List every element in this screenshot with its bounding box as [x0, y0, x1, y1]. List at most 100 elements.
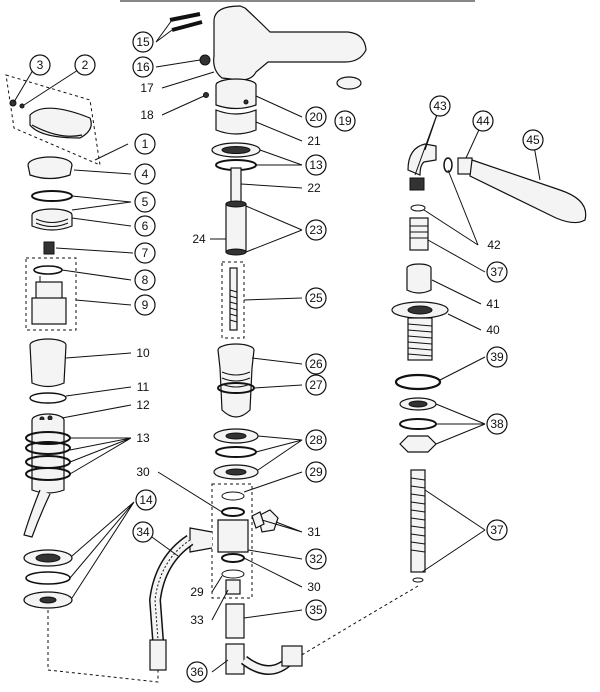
part-14-washer	[25, 571, 71, 585]
callout-39: 39	[486, 346, 508, 368]
callout-25: 25	[305, 287, 327, 309]
part-37-long-thread	[410, 477, 426, 553]
callout-30b: 30	[307, 580, 321, 594]
part-2-pin	[19, 103, 25, 109]
part-24-tube	[225, 203, 247, 253]
part-42-ring-left	[410, 204, 426, 212]
callout-number-1: 1	[142, 137, 149, 151]
callout-number-44: 44	[476, 114, 490, 128]
left-connection-dashline	[47, 610, 159, 683]
callout-circle-29	[305, 461, 327, 483]
part-29-seal-bottom	[221, 569, 245, 579]
callout-21: 21	[307, 134, 321, 148]
callout-number-37b: 37	[490, 523, 504, 537]
part-18-screw	[203, 92, 209, 98]
callout-circle-15	[132, 31, 154, 53]
callout-circle-27	[305, 374, 327, 396]
callout-number-3: 3	[37, 58, 44, 72]
callout-23: 23	[305, 219, 327, 241]
callout-number-20: 20	[309, 110, 323, 124]
part-5-oring	[31, 190, 73, 202]
callout-4: 4	[134, 163, 156, 185]
part-14-nut-hole	[35, 553, 61, 563]
callout-number-5: 5	[142, 195, 149, 209]
callout-number-8: 8	[142, 273, 149, 287]
callout-number-30b: 30	[307, 580, 321, 594]
callout-number-37: 37	[490, 265, 504, 279]
callout-circle-13b	[305, 154, 327, 176]
callout-40: 40	[486, 323, 500, 337]
part-40-thread	[407, 323, 433, 357]
callout-18: 18	[140, 108, 154, 122]
part-10-sleeve	[29, 344, 67, 388]
callout-27: 27	[305, 374, 327, 396]
callout-13b: 13	[305, 154, 327, 176]
callout-number-26: 26	[309, 357, 323, 371]
part-37-long-rod	[410, 469, 426, 573]
callout-circle-7	[134, 242, 156, 264]
callout-number-19: 19	[338, 114, 352, 128]
callout-26: 26	[305, 353, 327, 375]
callout-number-16: 16	[136, 60, 150, 74]
part-40-flange-hole	[407, 305, 433, 315]
part-19-aerator	[336, 76, 362, 90]
part-44-connector	[457, 157, 473, 175]
callout-number-29b: 29	[190, 585, 204, 599]
part-6-thread	[35, 218, 69, 227]
callout-number-10: 10	[136, 346, 150, 360]
tee-group-box	[211, 483, 253, 599]
callout-19: 19	[334, 110, 356, 132]
callout-22: 22	[307, 181, 321, 195]
callout-17: 17	[140, 81, 154, 95]
part-9-cartridge-body	[31, 297, 67, 325]
callout-number-17: 17	[140, 81, 154, 95]
callout-circle-37b	[486, 519, 508, 541]
part-9-cartridge-top	[35, 281, 63, 301]
callout-number-6: 6	[142, 219, 149, 233]
callout-33: 33	[190, 613, 204, 627]
callout-number-35: 35	[309, 603, 323, 617]
callout-42: 42	[487, 238, 501, 252]
part-34-hose-nut	[149, 639, 167, 671]
part-45-hand-shower	[469, 159, 587, 224]
callout-circle-3	[29, 54, 51, 76]
callout-circle-4	[134, 163, 156, 185]
callout-13: 13	[136, 431, 150, 445]
part-7-grub-screw	[43, 241, 55, 255]
callout-circle-9	[134, 294, 156, 316]
callout-circle-32	[305, 548, 327, 570]
callout-38: 38	[486, 413, 508, 435]
callout-number-27: 27	[309, 378, 323, 392]
callout-9: 9	[134, 294, 156, 316]
callout-number-13b: 13	[309, 158, 323, 172]
part-31-washer	[251, 511, 265, 529]
part-43-insert	[409, 177, 425, 191]
callout-36: 36	[186, 661, 208, 683]
callout-45: 45	[522, 129, 544, 151]
part-23-oring-bottom	[225, 248, 247, 256]
handle-group-box	[5, 74, 101, 166]
part-42-ring-right	[443, 157, 453, 173]
callout-2: 2	[74, 54, 96, 76]
callout-number-15: 15	[136, 35, 150, 49]
callout-number-13: 13	[136, 431, 150, 445]
part-20-hole	[243, 99, 249, 105]
callout-number-12: 12	[136, 398, 150, 412]
callout-37: 37	[486, 261, 508, 283]
callout-6: 6	[134, 215, 156, 237]
callout-14: 14	[135, 489, 157, 511]
callout-44: 44	[472, 110, 494, 132]
callout-circle-19	[334, 110, 356, 132]
part-spout	[213, 5, 367, 81]
callout-number-24: 24	[192, 232, 206, 246]
part-13-washer-b	[25, 441, 71, 455]
callout-circle-35	[305, 599, 327, 621]
callout-number-32: 32	[309, 552, 323, 566]
right-connection-dashline	[299, 585, 419, 657]
callout-circle-1	[134, 133, 156, 155]
callout-3: 3	[29, 54, 51, 76]
callout-number-42: 42	[487, 238, 501, 252]
part-36-nut-left	[225, 643, 245, 675]
callout-31: 31	[307, 525, 321, 539]
